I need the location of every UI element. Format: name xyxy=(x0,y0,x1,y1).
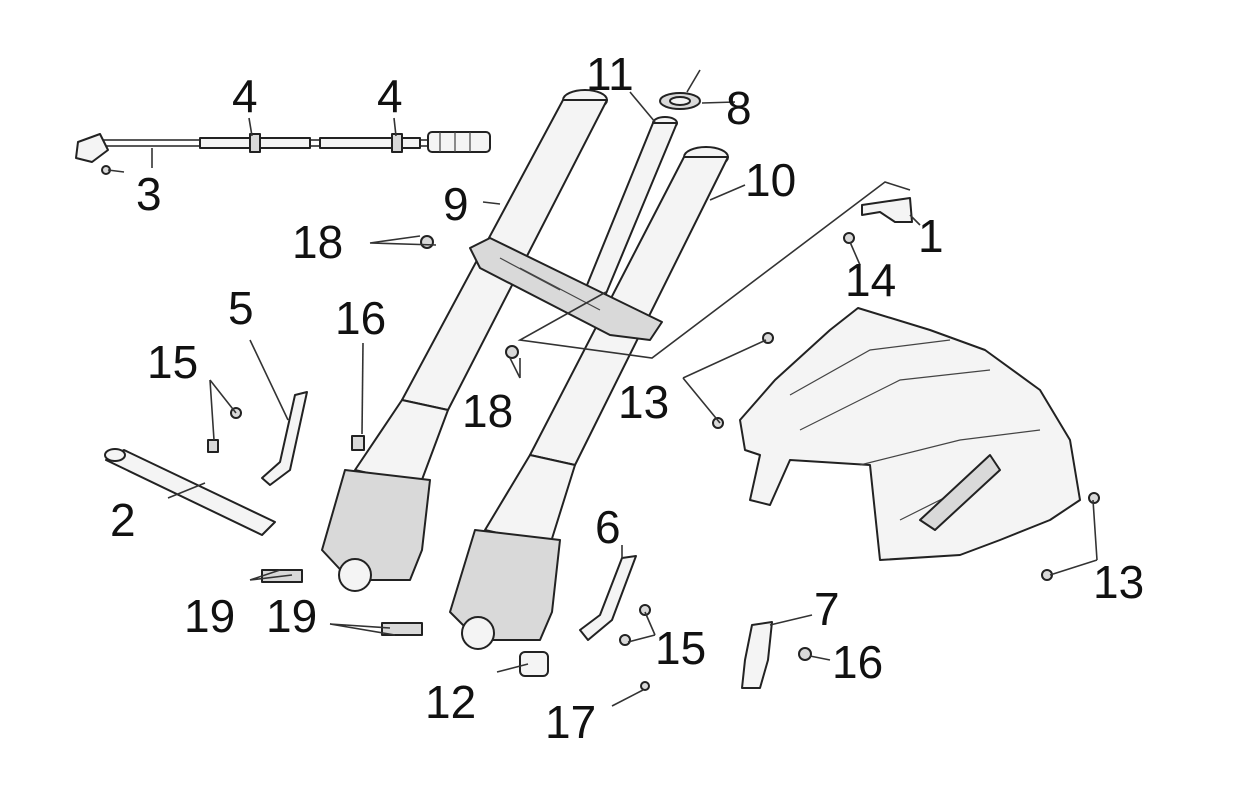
callout-13-right: 13 xyxy=(1093,556,1144,608)
front-axle xyxy=(104,448,276,536)
small-bracket xyxy=(861,197,913,223)
callout-5: 5 xyxy=(228,282,254,334)
callout-7: 7 xyxy=(814,583,840,635)
callout-6: 6 xyxy=(595,501,621,553)
ring-nut xyxy=(659,92,701,110)
sensor-bracket xyxy=(741,621,773,689)
right-bracket xyxy=(579,555,637,641)
callout-18-bottom: 18 xyxy=(462,385,513,437)
callout-4-left: 4 xyxy=(232,70,258,122)
callout-16-left: 16 xyxy=(335,292,386,344)
callout-15-left: 15 xyxy=(147,336,198,388)
callout-19-right: 19 xyxy=(266,590,317,642)
callout-1: 1 xyxy=(918,210,944,262)
callout-15-right: 15 xyxy=(655,622,706,674)
callout-9: 9 xyxy=(443,178,469,230)
front-fender xyxy=(739,307,1081,561)
lower-triple-clamp xyxy=(469,237,663,341)
callout-8: 8 xyxy=(726,82,752,134)
callout-18-top: 18 xyxy=(292,216,343,268)
callout-2: 2 xyxy=(110,494,136,546)
brake-hose-assembly xyxy=(75,131,491,163)
callout-3: 3 xyxy=(136,168,162,220)
callout-10: 10 xyxy=(745,154,796,206)
callout-12: 12 xyxy=(425,676,476,728)
callout-19-left: 19 xyxy=(184,590,235,642)
left-bracket xyxy=(261,391,308,486)
callout-13-left: 13 xyxy=(618,376,669,428)
callout-16-right: 16 xyxy=(832,636,883,688)
callout-14: 14 xyxy=(845,254,896,306)
callout-4-right: 4 xyxy=(377,70,403,122)
callout-17: 17 xyxy=(545,696,596,748)
callout-labels: 1 2 3 4 4 5 6 7 8 9 10 11 12 13 13 13 14… xyxy=(110,48,1144,748)
leader-lines xyxy=(107,69,1098,707)
callout-11: 11 xyxy=(586,48,634,100)
